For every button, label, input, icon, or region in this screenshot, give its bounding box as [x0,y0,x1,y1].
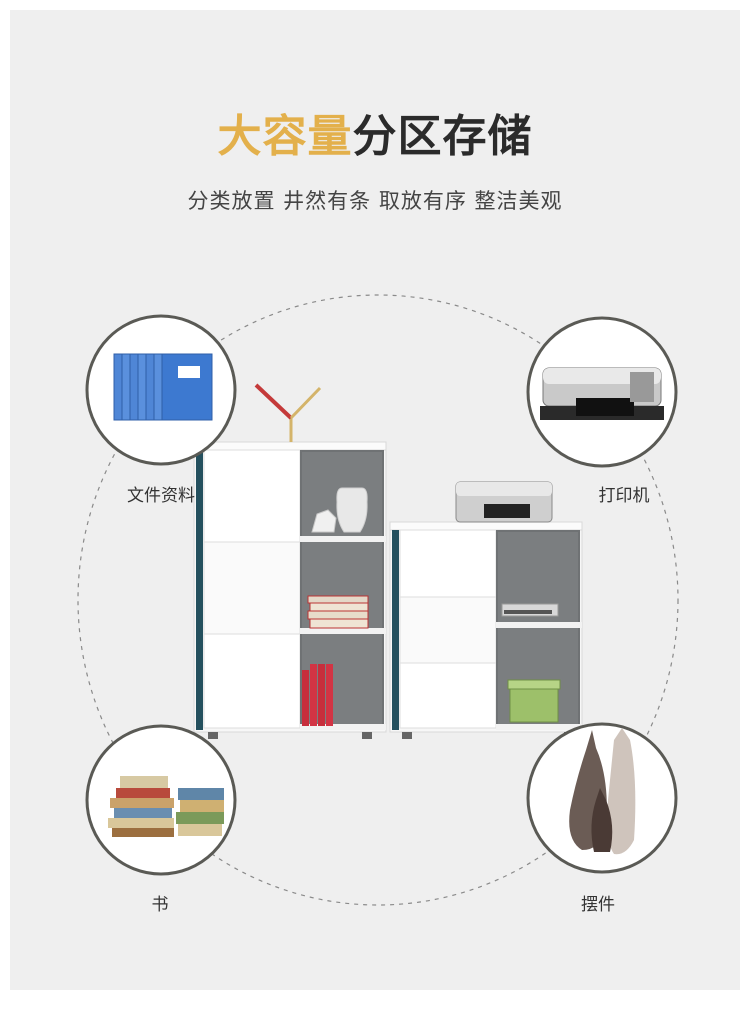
figurines-icon [569,728,636,855]
cabinet-door [203,633,301,729]
binders-icon [113,353,213,421]
circle-documents [85,314,237,466]
circle-printer [526,316,678,468]
shelf [300,536,386,542]
printer-icon [540,367,664,420]
cabinet-door [203,541,301,635]
title-accent: 大容量 [217,111,353,162]
tall-cabinet [193,383,387,739]
vase [336,487,368,533]
dashed-orbit [77,294,679,906]
books-icon [108,776,224,837]
label-documents: 文件资料 [127,486,195,506]
cabinet-trim [196,450,203,730]
title-rest: 分区存储 [352,111,533,162]
product-scene [77,294,679,906]
short-cabinet [389,481,583,739]
geo-ornament [311,509,337,533]
shelf [300,628,386,634]
circle-ornaments [526,722,678,874]
cabinet-door [203,449,301,543]
page-subtitle: 分类放置 井然有条 取放有序 整洁美观 [187,189,563,213]
circle-books [85,724,237,876]
page: 大容量分区存储 分类放置 井然有条 取放有序 整洁美观 [10,10,740,990]
label-books: 书 [151,895,169,915]
label-printer: 打印机 [598,486,650,506]
label-ornaments: 摆件 [581,895,615,915]
green-box [509,685,559,723]
page-title: 大容量分区存储 [10,100,740,164]
